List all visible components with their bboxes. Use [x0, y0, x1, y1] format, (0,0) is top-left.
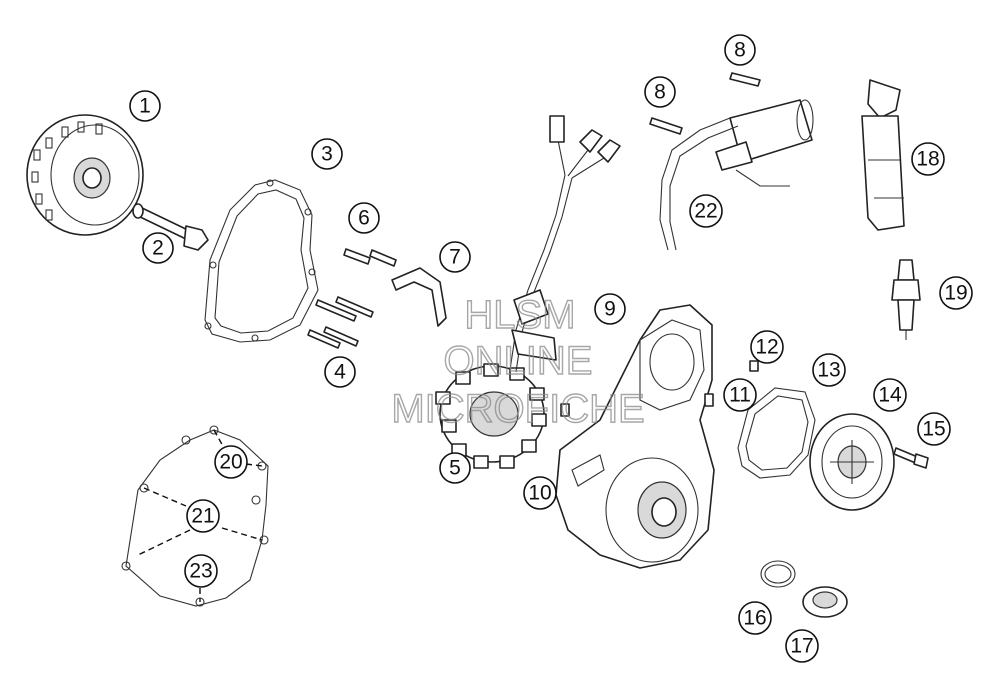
spark-plug-part[interactable]	[891, 259, 921, 340]
callout-17[interactable]: 17	[785, 629, 819, 663]
callout-12-label: 12	[755, 336, 778, 359]
callout-16-label: 16	[743, 607, 766, 630]
callout-15[interactable]: 15	[917, 412, 951, 446]
callout-18-label: 18	[916, 148, 939, 171]
callout-16[interactable]: 16	[738, 601, 772, 635]
callout-8b-label: 8	[734, 39, 746, 62]
callout-9[interactable]: 9	[594, 293, 626, 325]
callout-22-label: 22	[694, 200, 717, 223]
callout-7[interactable]: 7	[439, 241, 471, 273]
callout-17-label: 17	[790, 635, 813, 658]
callout-20-label: 20	[219, 451, 242, 474]
callout-4-label: 4	[334, 361, 346, 384]
callout-23-label: 23	[189, 560, 212, 583]
cover-pin-part[interactable]	[704, 393, 714, 407]
callout-6-label: 6	[358, 207, 370, 230]
inspection-screw-part[interactable]	[893, 447, 929, 469]
callout-20[interactable]: 20	[214, 445, 248, 479]
callout-11[interactable]: 11	[723, 378, 757, 412]
callout-14-label: 14	[878, 384, 902, 407]
o-ring-part[interactable]	[760, 560, 796, 588]
callout-5[interactable]: 5	[439, 452, 471, 484]
callout-3[interactable]: 3	[311, 138, 343, 170]
stator-part[interactable]	[435, 363, 547, 469]
callout-21-label: 21	[191, 505, 214, 528]
callout-15-label: 15	[922, 418, 945, 441]
cover-small-pin-part[interactable]	[749, 360, 759, 372]
callout-5-label: 5	[449, 457, 461, 480]
callout-3-label: 3	[321, 143, 333, 166]
coil-screws-part[interactable]	[649, 72, 761, 135]
callout-13[interactable]: 13	[812, 353, 846, 387]
inspection-cover-part[interactable]	[809, 413, 895, 511]
plug-screw-part[interactable]	[802, 586, 848, 618]
callout-10-label: 10	[528, 482, 551, 505]
callout-14[interactable]: 14	[873, 378, 907, 412]
callout-13-label: 13	[817, 359, 840, 382]
callout-8a[interactable]: 8	[644, 76, 676, 108]
dowel-pin-part[interactable]	[560, 403, 570, 417]
cover-bolts-part[interactable]	[307, 296, 374, 349]
callout-18[interactable]: 18	[911, 142, 945, 176]
spark-plug-cap-part[interactable]	[861, 79, 905, 231]
ignition-coil-part[interactable]	[659, 99, 814, 251]
callout-22[interactable]: 22	[689, 194, 723, 228]
watermark-line3: MICROFICHE	[391, 387, 644, 431]
callout-19-label: 19	[944, 282, 967, 305]
callout-2-label: 2	[152, 237, 164, 260]
stator-screws-part[interactable]	[343, 248, 397, 267]
callout-8b[interactable]: 8	[724, 34, 756, 66]
callout-4[interactable]: 4	[324, 356, 356, 388]
callout-19[interactable]: 19	[939, 276, 973, 310]
callout-23[interactable]: 23	[184, 554, 218, 588]
callout-6[interactable]: 6	[348, 202, 380, 234]
stator-wiring-harness	[509, 115, 621, 373]
inspection-gasket-part[interactable]	[737, 387, 816, 479]
callout-9-label: 9	[604, 298, 616, 321]
cable-bracket-part[interactable]	[391, 267, 447, 327]
callout-21[interactable]: 21	[186, 499, 220, 533]
watermark: HLSM ONLINE MICROFICHE	[391, 292, 646, 431]
rotor-bolt-part[interactable]	[132, 203, 209, 251]
callout-10[interactable]: 10	[523, 476, 557, 510]
callout-12[interactable]: 12	[750, 330, 784, 364]
cover-gasket-part[interactable]	[204, 179, 319, 343]
callout-8a-label: 8	[654, 81, 666, 104]
watermark-line1: HLSM	[464, 293, 575, 337]
callout-11-label: 11	[729, 384, 751, 407]
watermark-line2: ONLINE	[444, 339, 593, 383]
gasket-detail-outline[interactable]	[121, 425, 269, 607]
callout-7-label: 7	[449, 246, 461, 269]
flywheel-rotor-part[interactable]	[26, 114, 144, 236]
callout-1[interactable]: 1	[129, 90, 161, 122]
callout-2[interactable]: 2	[142, 232, 174, 264]
callout-1-label: 1	[139, 95, 151, 118]
stator-cover-part[interactable]	[555, 304, 715, 569]
